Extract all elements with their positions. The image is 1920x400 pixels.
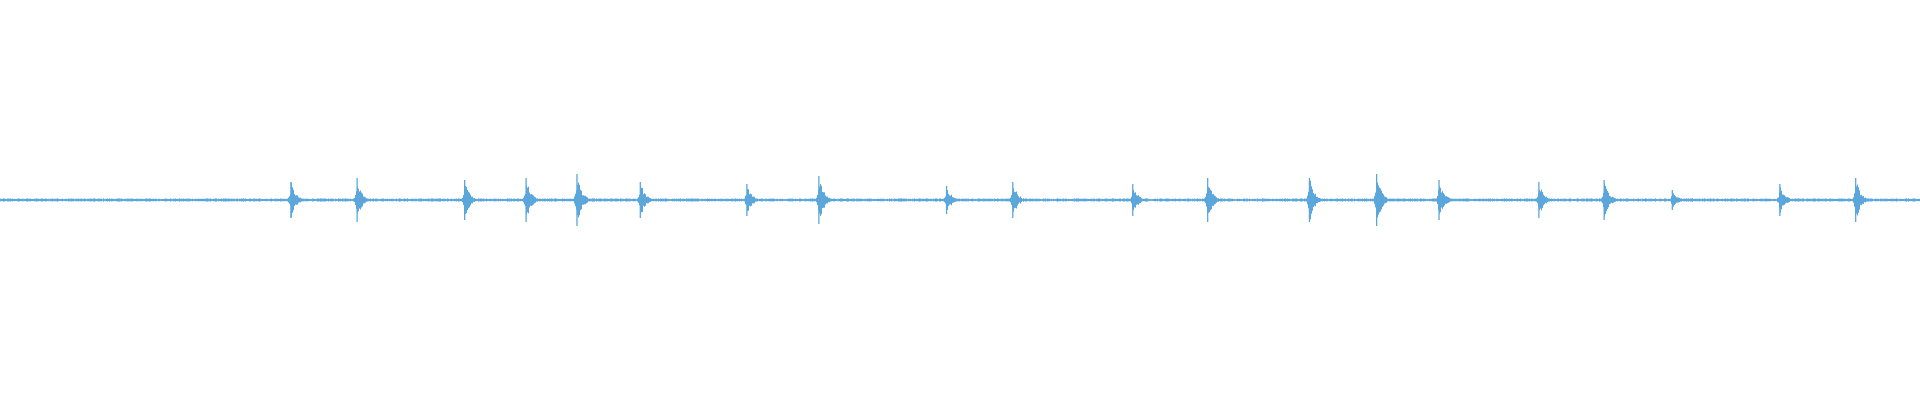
waveform-trace — [0, 174, 1920, 226]
waveform-amplitude-path — [0, 180, 1920, 220]
